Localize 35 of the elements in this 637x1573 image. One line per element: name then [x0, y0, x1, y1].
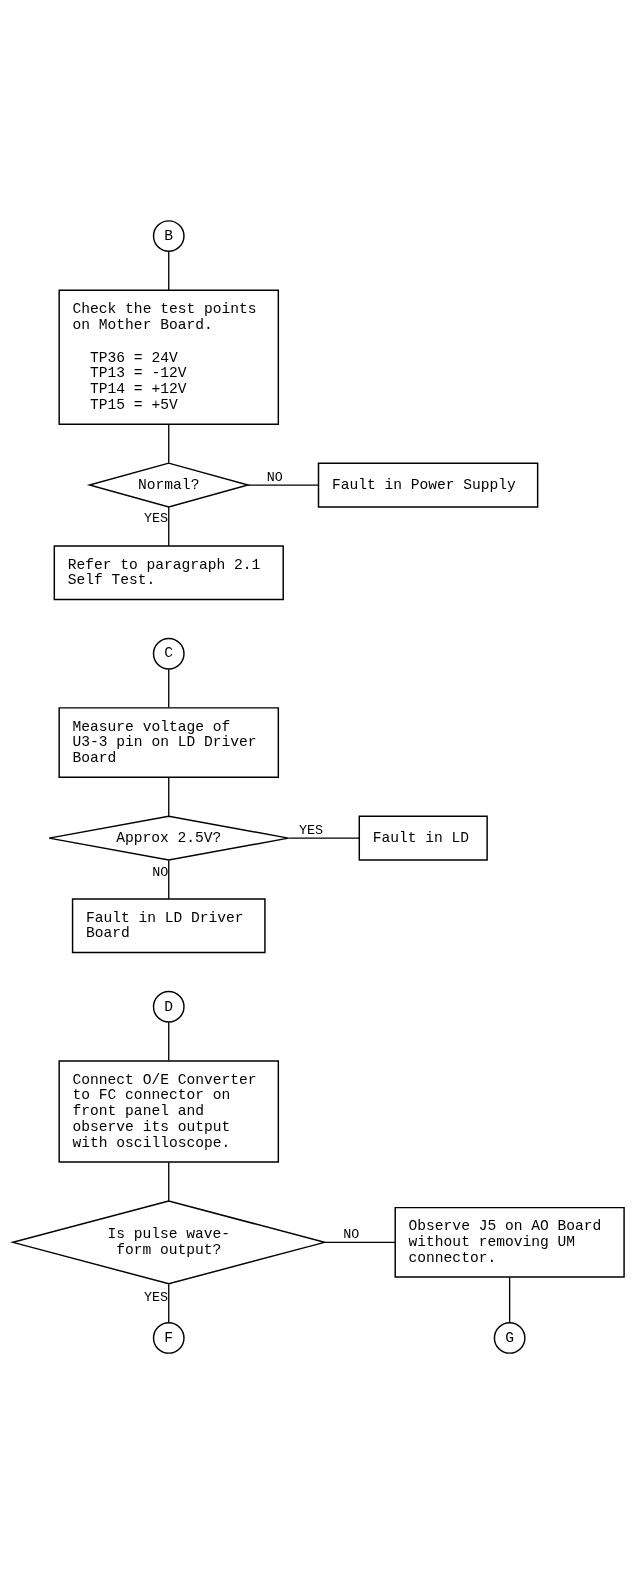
edge-label: YES [298, 822, 324, 838]
connector [168, 506, 170, 546]
connector [287, 836, 360, 839]
node-circle: G [493, 1321, 526, 1354]
connector [168, 1161, 170, 1201]
connector [168, 1021, 170, 1061]
node-box: Fault in LD Driver Board [71, 897, 266, 953]
node-box: Observe J5 on AO Board without removing UM connector. [394, 1206, 625, 1278]
node-box: Fault in LD [358, 815, 488, 861]
node-circle: F [152, 1321, 185, 1354]
connector [168, 250, 170, 291]
edge-label: NO [343, 1226, 360, 1242]
node-circle: C [152, 637, 185, 670]
node-box: Refer to paragraph 2.1 Self Test. [53, 544, 284, 600]
edge-label: YES [143, 510, 169, 526]
node-diamond: Normal? [86, 461, 251, 508]
node-diamond: Is pulse wave-form output? [10, 1199, 328, 1284]
connector [247, 483, 319, 486]
connector [168, 423, 170, 463]
node-circle: D [152, 990, 185, 1023]
edge-label: YES [143, 1289, 169, 1305]
connector [168, 1282, 170, 1323]
connector [508, 1276, 511, 1323]
node-box: Fault in Power Supply [317, 461, 539, 508]
connector [324, 1241, 396, 1243]
node-box: Connect O/E Converter to FC connector on front panel and observe its output with oscilloscope. [58, 1059, 280, 1163]
node-box: Check the test points on Mother Board. TP36 = 24V TP13 = -12V TP14 = +12V TP15 = +5V [58, 289, 280, 425]
node-circle: B [152, 219, 185, 252]
connector [168, 668, 170, 708]
node-box: Measure voltage of U3-3 pin on LD Driver Board [58, 706, 280, 778]
edge-label: NO [152, 864, 169, 880]
edge-label: NO [266, 469, 283, 485]
node-diamond: Approx 2.5V? [48, 814, 290, 861]
connector [168, 859, 170, 900]
connector [168, 776, 170, 817]
